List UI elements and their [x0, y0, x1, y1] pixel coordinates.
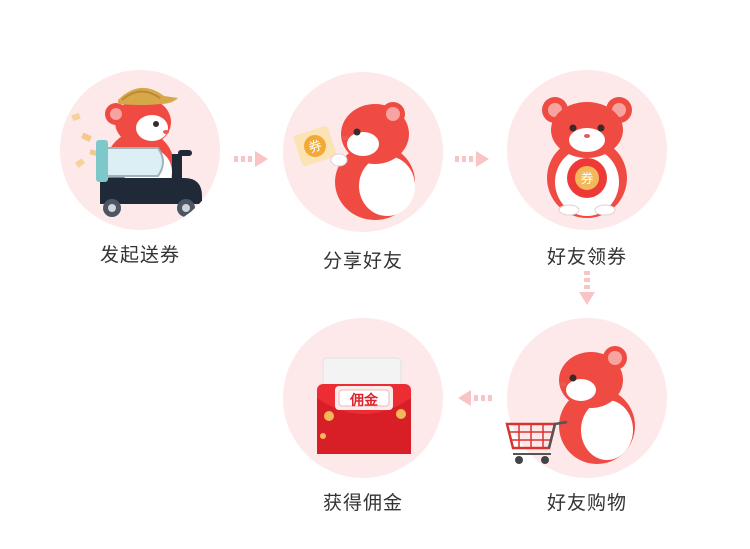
coupon-glyph: 券	[580, 171, 593, 187]
step-label: 分享好友	[322, 251, 403, 272]
envelope-label: 佣金	[350, 393, 378, 409]
hamster-share-coupon-icon: 券	[293, 102, 415, 220]
step-circle	[507, 318, 667, 478]
coupon-glyph: 券	[307, 137, 324, 156]
step-label: 好友领券	[546, 247, 627, 268]
step-circle: 佣金	[283, 318, 443, 478]
hamster-hold-coupon-icon: 券	[542, 97, 632, 218]
arrow-right-icon	[455, 151, 489, 167]
hamster-shopping-cart-icon	[559, 346, 635, 464]
step-circle: 券	[283, 72, 443, 232]
arrow-left-icon	[458, 390, 492, 406]
step-label: 获得佣金	[322, 493, 403, 514]
arrow-right-icon	[234, 151, 268, 167]
step-circle	[60, 70, 220, 230]
shopping-cart-icon	[505, 420, 568, 464]
arrow-down-icon	[579, 271, 595, 305]
step-label: 发起送券	[99, 245, 180, 266]
hamster-scooter-icon	[71, 87, 202, 217]
step-circle: 券	[507, 70, 667, 230]
red-envelope-icon	[317, 357, 411, 454]
step-label: 好友购物	[546, 493, 627, 514]
